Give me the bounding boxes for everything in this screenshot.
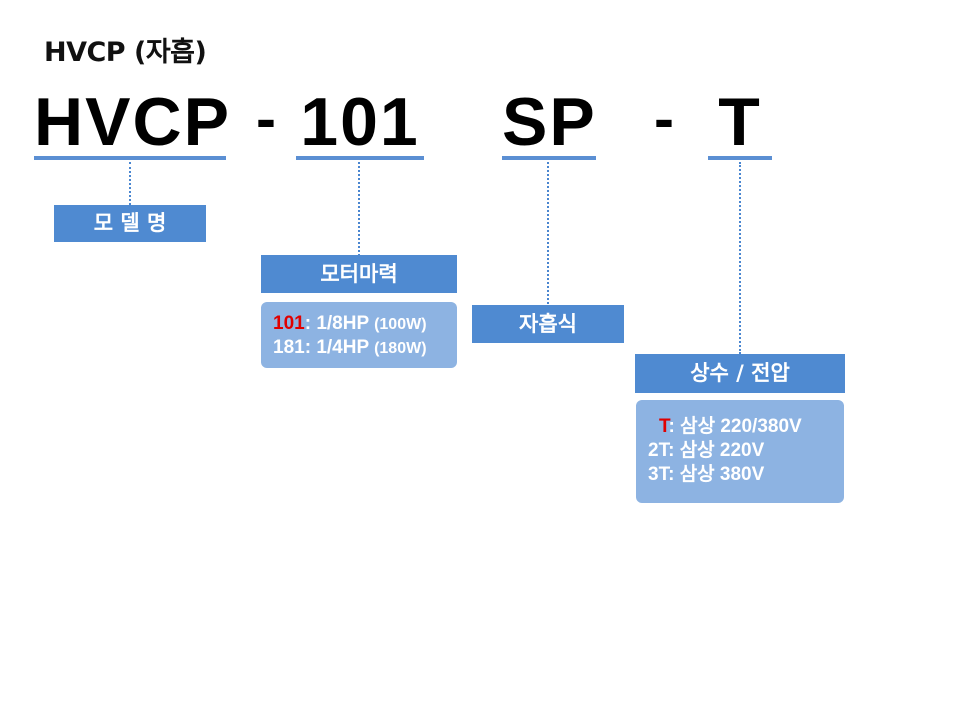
motor-option-sep: :	[304, 337, 317, 358]
voltage-option-row: 3T: 삼상 380V	[648, 463, 844, 487]
motor-options-box: 101: 1/8HP (100W) 181: 1/4HP (180W)	[261, 302, 457, 368]
underline-suction	[502, 156, 596, 160]
connector-power	[358, 162, 360, 256]
code-model: HVCP	[34, 84, 231, 160]
motor-option-row: 181: 1/4HP (180W)	[273, 336, 457, 360]
motor-option-sep: :	[304, 313, 317, 334]
motor-option-desc: 1/4HP	[316, 337, 375, 358]
voltage-option-row: T: 삼상 220/380V	[648, 415, 844, 439]
connector-voltage	[739, 162, 741, 354]
label-motor: 모터마력	[261, 255, 457, 293]
voltage-option-desc: 삼상 380V	[679, 464, 765, 485]
connector-model	[129, 162, 131, 205]
code-voltage: T	[718, 84, 762, 160]
motor-option-code: 101	[273, 313, 305, 334]
page-title: HVCP (자흡)	[44, 37, 207, 68]
voltage-option-sep: :	[668, 464, 680, 485]
motor-option-code: 181	[273, 337, 305, 358]
voltage-options-box: T: 삼상 220/380V 2T: 삼상 220V 3T: 삼상 380V	[636, 400, 844, 503]
underline-power	[296, 156, 424, 160]
voltage-option-sep: :	[668, 440, 680, 461]
voltage-option-code: 2T	[648, 440, 669, 461]
label-model: 모 델 명	[54, 205, 206, 242]
voltage-option-code: T	[659, 416, 669, 437]
voltage-option-row: 2T: 삼상 220V	[648, 439, 844, 463]
connector-suction	[547, 162, 549, 304]
code-dash-2: -	[654, 85, 674, 152]
voltage-option-desc: 삼상 220V	[679, 440, 765, 461]
code-suction: SP	[502, 84, 597, 160]
motor-option-watt: (180W)	[374, 340, 427, 357]
voltage-option-code: 3T	[648, 464, 669, 485]
label-suction: 자흡식	[472, 305, 624, 343]
motor-option-desc: 1/8HP	[316, 313, 375, 334]
voltage-option-sep: :	[668, 416, 681, 437]
code-power: 101	[300, 84, 420, 160]
motor-option-watt: (100W)	[374, 316, 427, 333]
label-voltage: 상수 / 전압	[635, 354, 845, 393]
underline-model	[34, 156, 226, 160]
underline-voltage	[708, 156, 772, 160]
voltage-option-desc: 삼상 220/380V	[680, 416, 802, 437]
code-dash-1: -	[256, 85, 276, 152]
motor-option-row: 101: 1/8HP (100W)	[273, 312, 457, 336]
